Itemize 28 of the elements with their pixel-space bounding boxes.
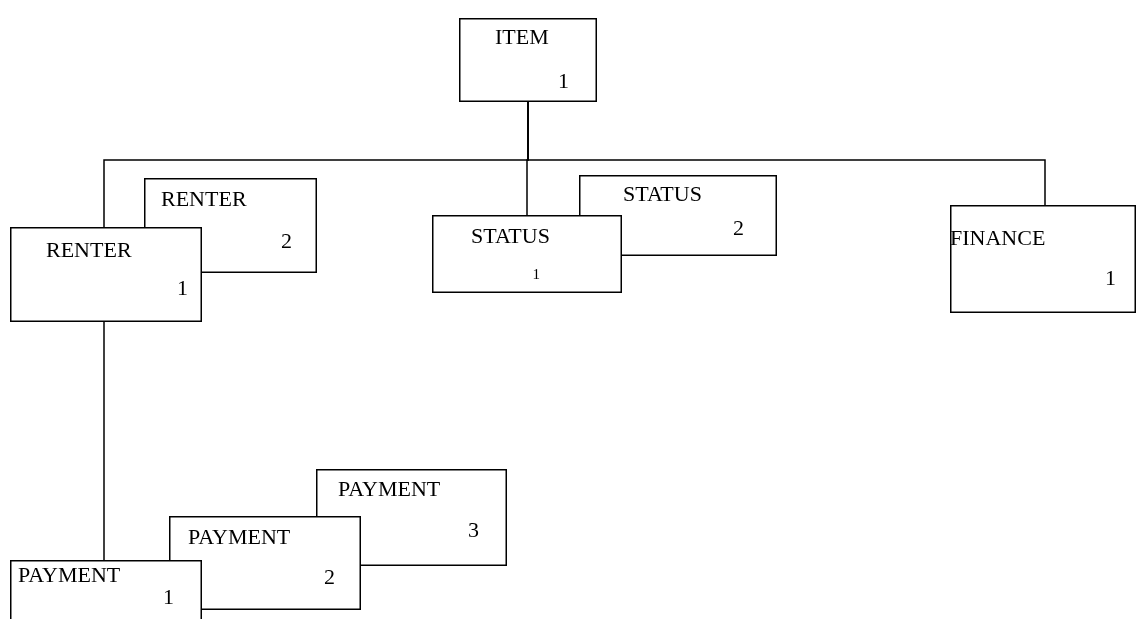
entity-number: 1 [177,275,188,302]
connector-line [103,321,105,561]
entity-box [459,18,597,102]
entity-box [579,175,777,256]
entity-name: ITEM [495,24,549,51]
entity-number: 1 [163,584,174,611]
entity-name: FINANCE [950,225,1046,252]
entity-number: 1 [532,265,540,283]
entity-name: STATUS [471,223,550,250]
connector-line [527,101,1046,206]
entity-name: PAYMENT [188,524,291,551]
entity-number: 2 [324,564,335,591]
entity-number: 1 [558,68,569,95]
entity-box [10,227,202,322]
entity-number: 1 [1105,265,1116,292]
entity-box [432,215,622,293]
entity-number: 2 [281,228,292,255]
entity-box [144,178,317,273]
entity-name: RENTER [161,186,247,213]
entity-name: STATUS [623,181,702,208]
entity-name: PAYMENT [338,476,441,503]
entity-name: PAYMENT [18,562,121,589]
entity-box [316,469,507,566]
entity-number: 3 [468,517,479,544]
entity-box [10,560,202,619]
entity-box [950,205,1136,313]
entity-name: RENTER [46,237,132,264]
entity-number: 2 [733,215,744,242]
